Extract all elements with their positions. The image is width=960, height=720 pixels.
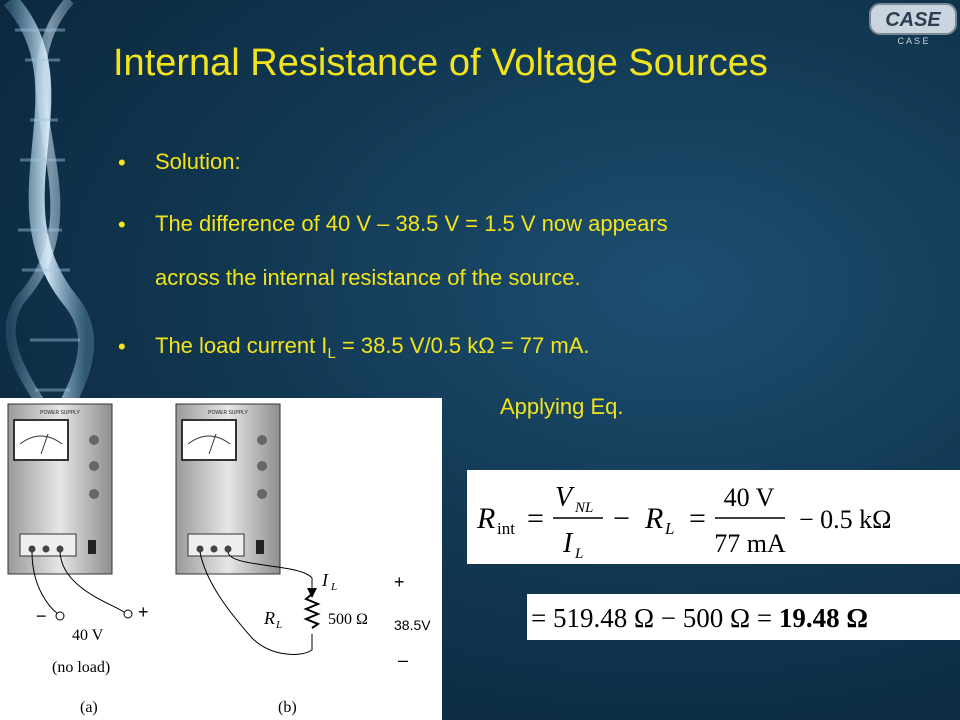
svg-text:R: R bbox=[644, 502, 663, 535]
svg-text:int: int bbox=[497, 519, 515, 538]
bullet-difference-line1: The difference of 40 V – 38.5 V = 1.5 V … bbox=[155, 211, 668, 236]
svg-text:L: L bbox=[574, 546, 583, 562]
svg-text:=: = bbox=[689, 502, 706, 535]
svg-text:POWER SUPPLY: POWER SUPPLY bbox=[208, 410, 248, 416]
svg-text:L: L bbox=[664, 519, 674, 538]
svg-text:L: L bbox=[275, 619, 282, 631]
bullet-difference-line2: across the internal resistance of the so… bbox=[155, 265, 581, 290]
power-supply-figure: POWER SUPPLY − + 40 V (no load) (a) POWE… bbox=[0, 398, 442, 720]
svg-text:(no load): (no load) bbox=[52, 659, 110, 676]
power-supply-a: POWER SUPPLY bbox=[7, 403, 133, 621]
svg-text:77 mA: 77 mA bbox=[714, 529, 786, 558]
svg-text:+: + bbox=[394, 572, 405, 592]
svg-text:− 0.5 kΩ: − 0.5 kΩ bbox=[799, 505, 892, 534]
svg-text:(a): (a) bbox=[80, 699, 98, 716]
svg-text:V: V bbox=[555, 482, 575, 513]
bullet-solution: Solution: bbox=[155, 149, 241, 174]
svg-text:–: – bbox=[398, 650, 408, 670]
svg-text:I: I bbox=[562, 528, 574, 559]
svg-text:I: I bbox=[321, 570, 329, 590]
svg-text:500 Ω: 500 Ω bbox=[328, 611, 368, 628]
svg-text:L: L bbox=[330, 581, 337, 593]
svg-text:−: − bbox=[613, 502, 630, 535]
svg-text:40 V: 40 V bbox=[724, 483, 775, 512]
equation-internal-resistance: R int = V NL I L − R L = 40 V 77 mA − 0.… bbox=[467, 470, 960, 564]
slide-title: Internal Resistance of Voltage Sources bbox=[113, 42, 768, 84]
svg-text:POWER SUPPLY: POWER SUPPLY bbox=[40, 410, 80, 416]
svg-text:CASE: CASE bbox=[885, 9, 941, 31]
svg-text:R: R bbox=[476, 502, 495, 535]
svg-text:C A S E: C A S E bbox=[897, 36, 928, 46]
svg-text:+: + bbox=[138, 602, 149, 622]
bullet-marker: • bbox=[118, 212, 126, 237]
bullet-marker: • bbox=[118, 334, 126, 359]
case-logo: CASE C A S E bbox=[869, 3, 957, 46]
svg-text:R: R bbox=[263, 608, 275, 628]
svg-text:= 519.48 Ω − 500 Ω = 19.48 Ω: = 519.48 Ω − 500 Ω = 19.48 Ω bbox=[531, 603, 868, 633]
voltage-38-5-label: 38.5V bbox=[394, 617, 431, 633]
svg-text:=: = bbox=[527, 502, 544, 535]
bullet-marker: • bbox=[118, 150, 126, 175]
power-supply-b: POWER SUPPLY bbox=[175, 403, 321, 655]
svg-text:(b): (b) bbox=[278, 699, 297, 716]
applying-eq-text: Applying Eq. bbox=[500, 394, 624, 419]
svg-text:NL: NL bbox=[574, 500, 593, 516]
bullet-load-current: The load current IL = 38.5 V/0.5 kΩ = 77… bbox=[155, 333, 590, 362]
svg-text:40 V: 40 V bbox=[72, 627, 104, 644]
svg-text:−: − bbox=[36, 606, 47, 626]
equation-result: = 519.48 Ω − 500 Ω = 19.48 Ω bbox=[527, 594, 960, 640]
